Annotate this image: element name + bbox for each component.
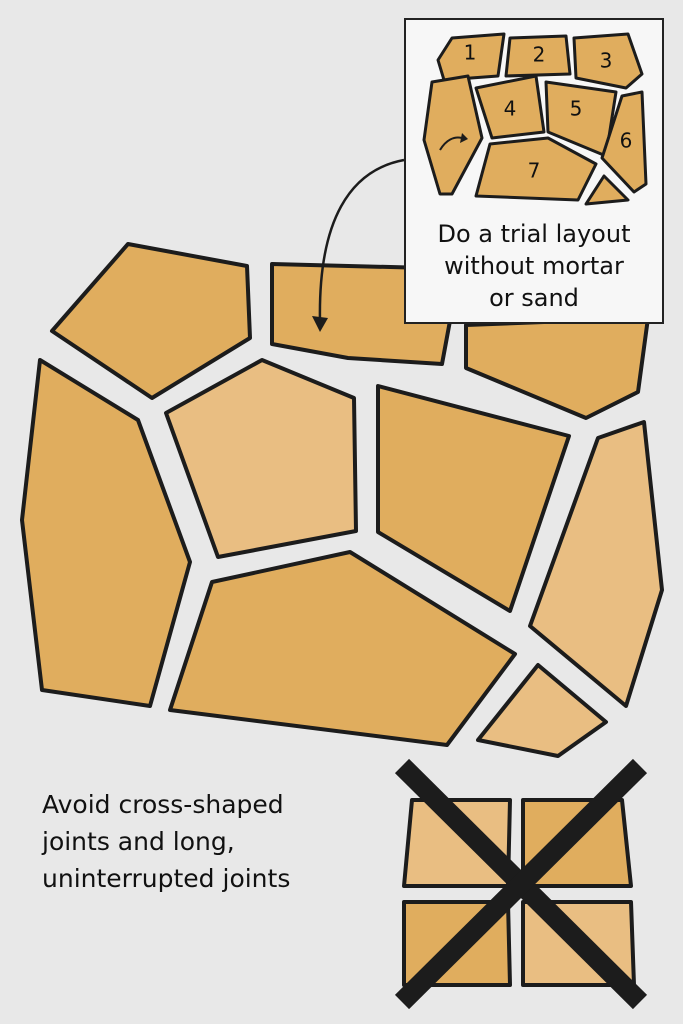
trial-layout-inset: 1 2 3 4 5 6 7	[404, 18, 664, 324]
main-stone	[168, 550, 517, 747]
trial-layout-stones: 1 2 3 4 5 6 7	[422, 32, 648, 206]
stone-number-label: 2	[533, 43, 546, 67]
caption-line: Do a trial layout	[437, 220, 631, 248]
inset-stone	[572, 32, 644, 90]
stone-number-label: 4	[504, 97, 517, 121]
avoid-joints-caption: Avoid cross-shaped joints and long, unin…	[42, 786, 382, 897]
inset-stone	[504, 34, 572, 78]
main-stone	[376, 384, 571, 613]
caption-line: without mortar	[444, 252, 624, 280]
curved-arrow-icon	[312, 158, 405, 332]
inset-stone	[436, 32, 506, 82]
main-stone	[464, 316, 650, 420]
main-stone	[528, 420, 664, 708]
main-stone	[50, 242, 252, 400]
caption-line: Avoid cross-shaped	[42, 790, 284, 819]
trial-layout-caption: Do a trial layout without mortar or sand	[404, 218, 664, 314]
main-stone	[164, 358, 358, 559]
inset-stone	[422, 74, 484, 196]
inset-stone	[474, 136, 598, 202]
cross-out-x-icon	[394, 758, 648, 1010]
caption-line: joints and long,	[42, 827, 235, 856]
bad-example-tiles	[394, 758, 648, 1010]
caption-line: uninterrupted joints	[42, 864, 291, 893]
stone-number-label: 1	[464, 41, 477, 65]
stone-number-label: 3	[600, 49, 613, 73]
small-curved-arrow-icon	[439, 133, 468, 151]
stone-number-label: 6	[620, 129, 633, 153]
main-stone	[20, 358, 192, 708]
stone-number-label: 5	[570, 97, 583, 121]
main-stone-layout	[20, 242, 664, 758]
main-stone	[476, 663, 608, 758]
inset-stone	[584, 174, 630, 206]
stone-number-label: 7	[528, 159, 541, 183]
caption-line: or sand	[489, 284, 579, 312]
inset-stone	[474, 74, 546, 140]
inset-stone	[600, 90, 648, 194]
